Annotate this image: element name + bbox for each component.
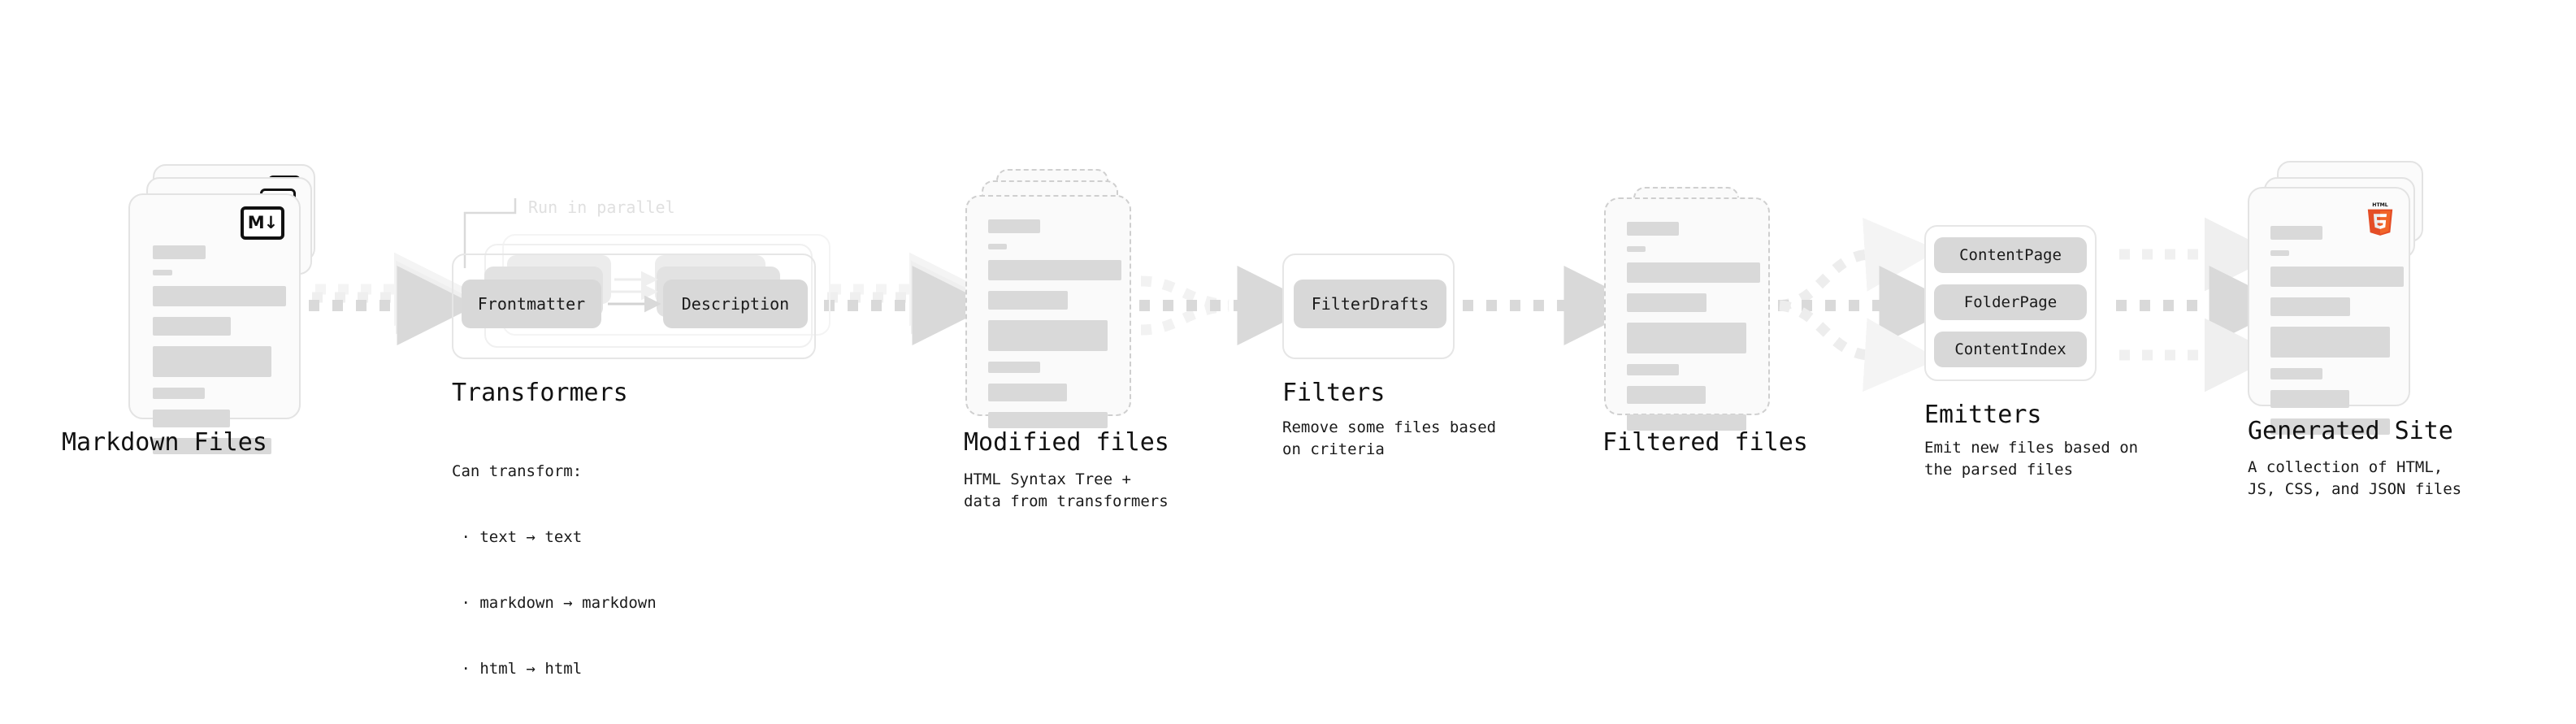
placeholder-bar	[1627, 293, 1706, 312]
filters-description: Remove some files based on criteria	[1282, 418, 1497, 458]
placeholder-bar	[988, 412, 1108, 428]
transformers-item-2: · html → html	[452, 658, 657, 680]
arrow-filtered-to-emitters	[1778, 217, 1959, 392]
arrow-emitters-to-site	[2116, 217, 2289, 392]
emitter-node-contentpage[interactable]: ContentPage	[1934, 237, 2087, 273]
placeholder-bar	[988, 219, 1040, 233]
placeholder-bar	[153, 286, 286, 306]
placeholder-bar	[2270, 267, 2404, 287]
markdown-card-front: M↓	[128, 193, 301, 454]
arrow-transformers-to-modified	[824, 252, 992, 345]
placeholder-bar	[2270, 250, 2289, 256]
placeholder-bar	[1627, 364, 1679, 375]
emitters-description: Emit new files based on the parsed files	[1924, 439, 2139, 479]
placeholder-bar	[153, 270, 172, 275]
transformer-node-description[interactable]: Description	[663, 280, 808, 328]
site-card-front: HTML	[2248, 187, 2410, 435]
placeholder-bar	[153, 388, 205, 399]
placeholder-bar	[988, 291, 1068, 310]
transformers-item-label: html → html	[479, 659, 583, 678]
placeholder-bar	[988, 244, 1007, 249]
placeholder-bar	[153, 438, 271, 454]
transformer-group-front	[452, 254, 816, 359]
stage-title-filters: Filters	[1282, 379, 1386, 407]
filtered-card-front	[1604, 197, 1770, 431]
arrow-markdown-to-transformers	[309, 252, 477, 345]
stage-title-transformers: Transformers	[452, 379, 628, 407]
filtered-card-placeholder-bars	[1627, 222, 1760, 441]
placeholder-bar	[2270, 390, 2349, 408]
placeholder-bar	[2270, 418, 2390, 435]
modified-files-description: HTML Syntax Tree + data from transformer…	[964, 470, 1169, 510]
placeholder-bar	[1627, 386, 1706, 404]
transformer-node-frontmatter[interactable]: Frontmatter	[462, 280, 601, 328]
svg-text:HTML: HTML	[2372, 202, 2387, 208]
placeholder-bar	[153, 245, 206, 259]
stage-title-filtered-files: Filtered files	[1602, 428, 1808, 457]
markdown-card-placeholder-bars	[153, 245, 286, 465]
placeholder-bar	[2270, 226, 2322, 240]
site-card-placeholder-bars	[2270, 226, 2404, 445]
bullet: ·	[452, 593, 480, 612]
placeholder-bar	[1627, 222, 1679, 236]
placeholder-bar	[988, 384, 1067, 401]
modified-card-front	[965, 195, 1131, 428]
stage-title-emitters: Emitters	[1924, 401, 2042, 429]
stage-title-generated-site: Generated Site	[2248, 417, 2453, 445]
markdown-icon: M↓	[241, 206, 284, 240]
filter-node-filterdrafts[interactable]: FilterDrafts	[1294, 280, 1446, 328]
transformers-description: Can transform: · text → text · markdown …	[452, 417, 657, 724]
placeholder-bar	[2270, 368, 2322, 379]
placeholder-bar	[1627, 246, 1646, 252]
placeholder-bar	[1627, 262, 1760, 283]
placeholder-bar	[988, 260, 1121, 280]
placeholder-bar	[153, 410, 230, 427]
transformers-intro: Can transform:	[452, 462, 583, 480]
modified-card-placeholder-bars	[988, 219, 1121, 439]
arrow-modified-to-filters	[1139, 266, 1317, 345]
stage-title-markdown-files: Markdown Files	[62, 428, 267, 457]
placeholder-bar	[2270, 297, 2350, 316]
transformers-item-0: · text → text	[452, 527, 657, 548]
emitter-node-folderpage[interactable]: FolderPage	[1934, 284, 2087, 320]
transformers-item-label: markdown → markdown	[479, 593, 657, 612]
placeholder-bar	[1627, 414, 1746, 431]
placeholder-bar	[988, 362, 1040, 373]
run-in-parallel-label: Run in parallel	[528, 197, 675, 217]
bullet: ·	[452, 527, 480, 546]
pipeline-diagram: M↓ M↓ M↓ Markdown Files	[62, 161, 2462, 678]
placeholder-bar	[153, 317, 231, 336]
bullet: ·	[452, 659, 480, 678]
html5-icon-svg: HTML	[2367, 202, 2393, 236]
stage-title-modified-files: Modified files	[964, 428, 1169, 457]
transformers-item-1: · markdown → markdown	[452, 592, 657, 614]
placeholder-bar	[988, 320, 1108, 351]
transformers-item-label: text → text	[479, 527, 583, 546]
html5-icon: HTML	[2365, 200, 2396, 237]
placeholder-bar	[1627, 323, 1746, 353]
placeholder-bar	[153, 346, 271, 377]
generated-site-description: A collection of HTML, JS, CSS, and JSON …	[2248, 458, 2462, 498]
placeholder-bar	[2270, 327, 2390, 358]
emitter-node-contentindex[interactable]: ContentIndex	[1934, 332, 2087, 367]
